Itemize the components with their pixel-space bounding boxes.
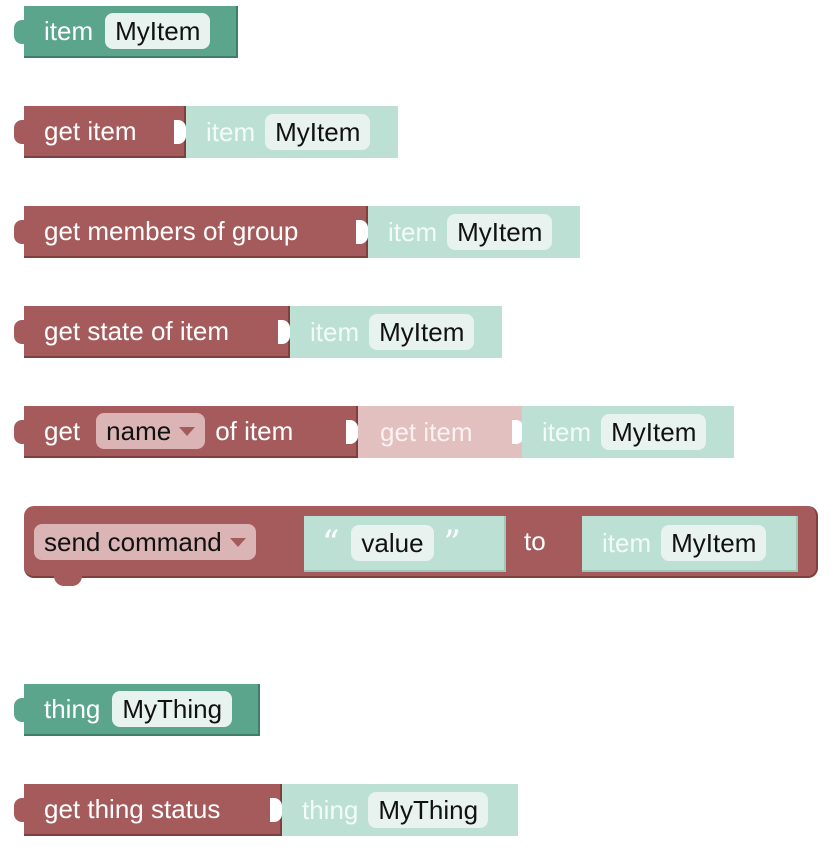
send-command-notch-icon xyxy=(54,574,82,586)
socket-icon xyxy=(356,220,368,244)
socket-icon xyxy=(174,120,186,144)
command-dropdown-value: send command xyxy=(44,526,222,557)
attribute-dropdown[interactable]: name xyxy=(96,413,206,449)
get-item-label: get item xyxy=(44,115,137,146)
connector-icon xyxy=(14,120,30,144)
socket-icon xyxy=(346,420,358,444)
socket-icon xyxy=(278,320,290,344)
attribute-dropdown-value: name xyxy=(106,415,172,446)
send-command-block[interactable]: send command “ value ” to item MyItem xyxy=(24,506,818,586)
input-item-name-field[interactable]: MyItem xyxy=(661,525,767,561)
command-dropdown[interactable]: send command xyxy=(34,524,256,560)
get-state-block[interactable]: get state of item xyxy=(14,306,290,358)
connector-icon xyxy=(14,20,30,44)
item-block-label: item xyxy=(44,15,94,46)
value-input-block[interactable]: “ value ” xyxy=(304,516,506,572)
input-item-name-field[interactable]: MyItem xyxy=(447,214,553,250)
input-item-label: item xyxy=(310,316,360,347)
socket-icon xyxy=(270,798,282,822)
input-get-item-label: get item xyxy=(380,416,473,447)
input-item-name-field[interactable]: MyItem xyxy=(601,414,707,450)
connector-icon xyxy=(14,420,30,444)
input-item-name-field[interactable]: MyItem xyxy=(369,314,475,350)
connector-icon xyxy=(14,220,30,244)
input-thing-label: thing xyxy=(302,794,359,825)
get-members-label: get members of group xyxy=(44,215,299,246)
input-item-label: item xyxy=(542,416,592,447)
get-item-block[interactable]: get item xyxy=(14,106,186,158)
item-name-field[interactable]: MyItem xyxy=(105,13,211,49)
dropdown-arrow-icon xyxy=(229,537,246,547)
get-attribute-block[interactable]: get name of item xyxy=(14,406,358,458)
get-label: get xyxy=(44,415,81,446)
input-item-label: item xyxy=(206,116,256,147)
socket-icon xyxy=(512,420,524,444)
close-quote-icon: ” xyxy=(443,523,461,563)
of-item-label: of item xyxy=(215,415,294,446)
value-text-field[interactable]: value xyxy=(351,525,434,561)
thing-name-field[interactable]: MyThing xyxy=(112,691,233,727)
item-input-block[interactable]: item MyItem xyxy=(582,516,798,572)
thing-block[interactable]: thing MyThing xyxy=(14,684,260,736)
input-item-label: item xyxy=(388,216,438,247)
connector-icon xyxy=(14,320,30,344)
dropdown-arrow-icon xyxy=(179,426,196,436)
get-thing-status-label: get thing status xyxy=(44,793,221,824)
connector-icon xyxy=(14,798,30,822)
item-block[interactable]: item MyItem xyxy=(14,6,238,58)
get-state-input-block[interactable]: item MyItem xyxy=(290,306,502,358)
connector-icon xyxy=(14,698,30,722)
item-input-block[interactable]: item MyItem xyxy=(522,406,734,458)
get-members-input-block[interactable]: item MyItem xyxy=(368,206,580,258)
input-item-name-field[interactable]: MyItem xyxy=(265,114,371,150)
input-item-label: item xyxy=(602,527,652,558)
input-thing-name-field[interactable]: MyThing xyxy=(368,792,489,828)
get-item-input-block[interactable]: get item xyxy=(358,406,524,458)
thing-input-block[interactable]: thing MyThing xyxy=(282,784,518,836)
get-members-block[interactable]: get members of group xyxy=(14,206,368,258)
thing-block-label: thing xyxy=(44,693,101,724)
open-quote-icon: “ xyxy=(322,523,340,563)
get-item-input-block[interactable]: item MyItem xyxy=(186,106,398,158)
get-thing-status-block[interactable]: get thing status xyxy=(14,784,282,836)
to-label: to xyxy=(524,526,546,556)
get-state-label: get state of item xyxy=(44,315,229,346)
